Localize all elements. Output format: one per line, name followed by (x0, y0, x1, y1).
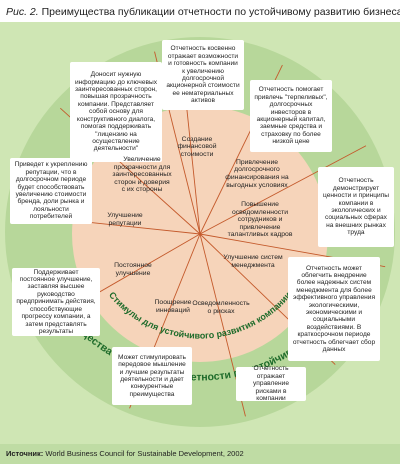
wedge-reputation: Улучшение репутации (107, 212, 143, 227)
wedge-innovation: Поощрение инноваций (154, 299, 192, 314)
source-label: Источник: (6, 449, 44, 458)
benefit-box-2: Отчетность помогает привлечь "терпеливых… (250, 80, 332, 152)
benefit-box-7: Поддерживает постоянное улучшение, заста… (12, 268, 100, 336)
benefit-box-6: Может стимулировать передовое мышление и… (112, 347, 192, 405)
wedge-financial-value: Создание финансовой стоимости (177, 135, 217, 158)
benefit-box-5: Отчетность отражает управление рисками в… (236, 365, 306, 402)
wedge-continuous-improvement: Постоянное улучшение (114, 262, 152, 277)
benefit-box-9: Доносит нужную информацию до ключевых за… (70, 62, 162, 162)
benefit-box-1: Отчетность косвенно отражает возможности… (162, 40, 244, 110)
wedge-management-systems: Улучшение систем менеджмента (223, 254, 283, 269)
benefit-box-4: Отчетность может облегчить внедрение бол… (288, 257, 380, 361)
bottom-strip (0, 430, 400, 444)
wedge-risk-awareness: Осведомленность о рисках (192, 300, 250, 315)
figure-number: Рис. 2. (6, 6, 39, 18)
source-text: World Business Council for Sustainable D… (45, 449, 244, 458)
figure-title-text: Преимущества публикации отчетности по ус… (41, 6, 400, 18)
benefit-box-3: Отчетность демонстрирует ценности и прин… (318, 167, 394, 247)
diagram-panel: Преимущества публикации отчетности по ус… (0, 22, 400, 430)
figure-title: Рис. 2. Преимущества публикации отчетнос… (6, 6, 400, 22)
wedge-transparency-trust: Увеличение прозрачности для заинтересова… (112, 156, 172, 194)
source-line: Источник: World Business Council for Sus… (0, 444, 400, 464)
benefit-box-8: Приведет к укреплению репутации, что в д… (10, 158, 92, 224)
wedge-employee-awareness: Повышение осведомленности сотрудников и … (227, 201, 293, 239)
spoke-line-3 (199, 145, 367, 235)
wedge-long-term-financing: Привлечение долгосрочного финансирования… (225, 158, 289, 189)
